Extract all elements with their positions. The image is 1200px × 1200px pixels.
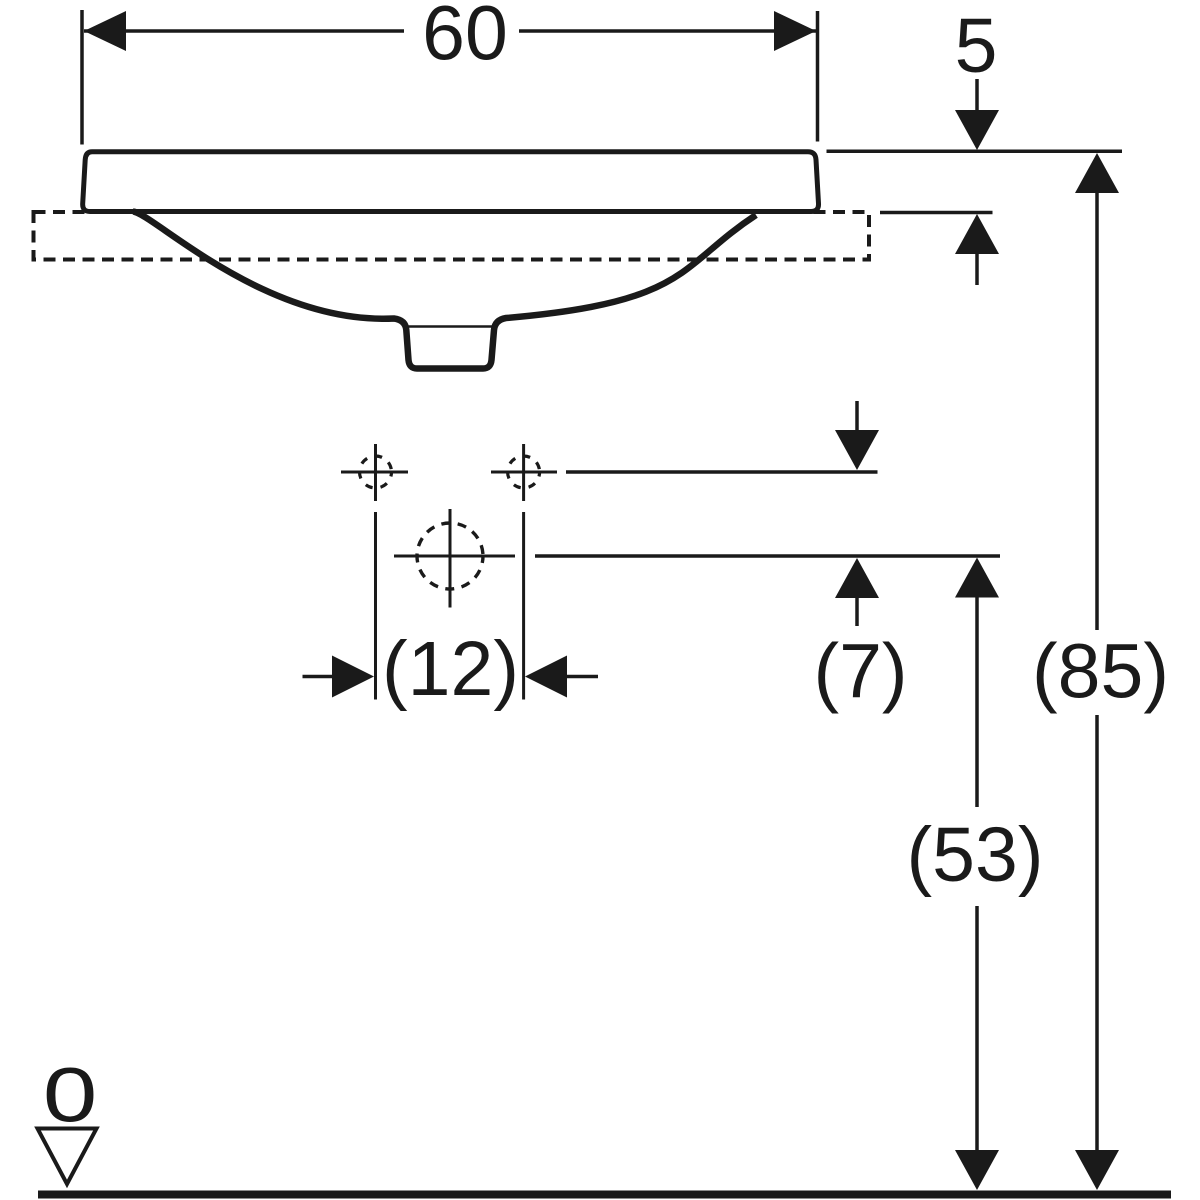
svg-text:(7): (7) [813, 629, 907, 715]
svg-text:5: 5 [955, 3, 998, 89]
svg-text:(85): (85) [1032, 629, 1169, 715]
svg-text:0: 0 [43, 1052, 97, 1139]
svg-text:(12): (12) [382, 626, 519, 712]
svg-text:(53): (53) [907, 812, 1044, 898]
svg-text:60: 60 [422, 0, 508, 77]
